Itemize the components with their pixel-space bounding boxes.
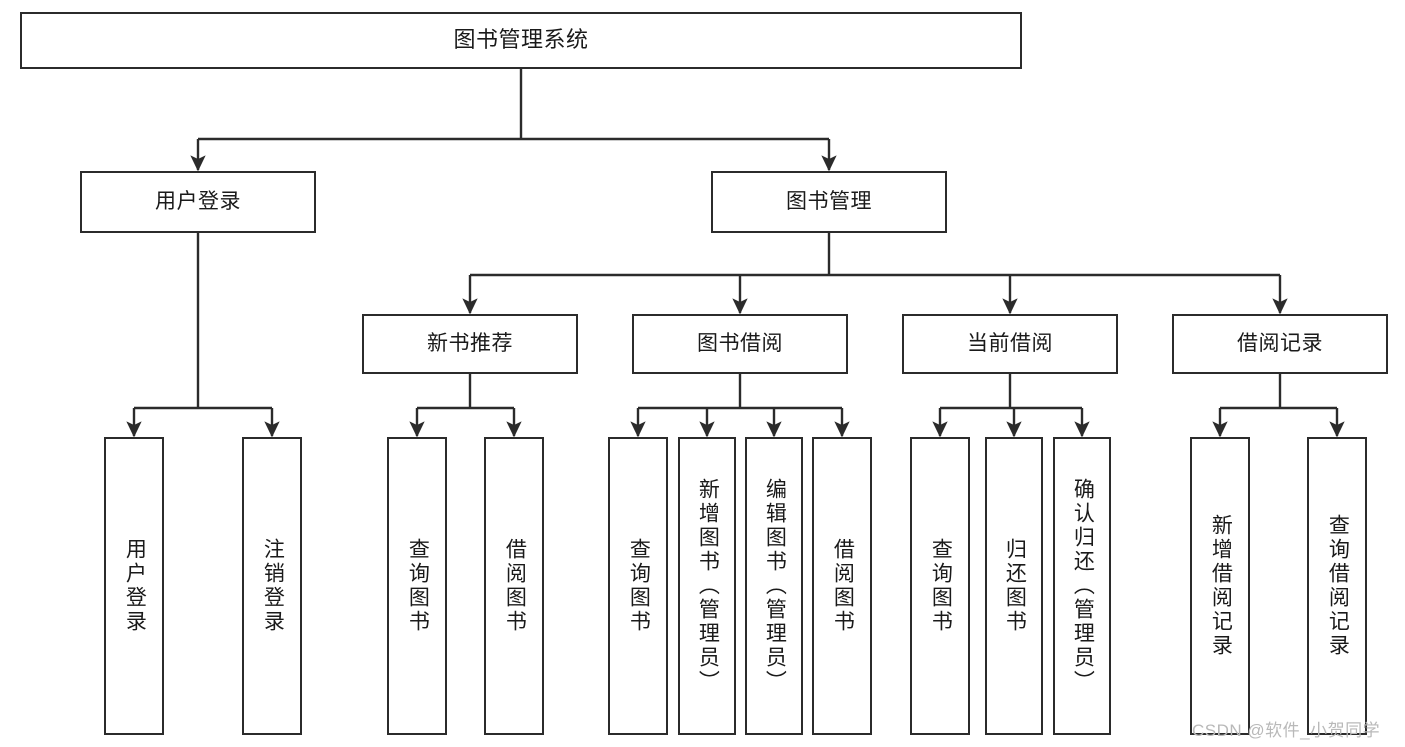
node-book-borrow[interactable]: 图书借阅 [632,314,848,374]
node-leaf-query-borrow-record-label: 查询借阅记录 [1326,514,1350,658]
node-leaf-add-borrow-record[interactable]: 新增借阅记录 [1190,437,1250,735]
node-leaf-edit-book-admin[interactable]: 编辑图书（管理员） [745,437,803,735]
node-leaf-borrow-book[interactable]: 借阅图书 [812,437,872,735]
node-new-book-recommend-label: 新书推荐 [427,332,513,356]
node-leaf-logout-login[interactable]: 注销登录 [242,437,302,735]
node-leaf-add-book-admin-label: 新增图书（管理员） [696,478,720,694]
node-user-login-label: 用户登录 [155,190,241,214]
node-user-login[interactable]: 用户登录 [80,171,316,233]
node-leaf-query-book-current-label: 查询图书 [929,538,953,634]
node-root-label: 图书管理系统 [453,27,589,53]
node-leaf-query-book-current[interactable]: 查询图书 [910,437,970,735]
node-current-borrow-label: 当前借阅 [967,332,1053,356]
node-leaf-query-book-borrow-label: 查询图书 [627,538,651,634]
node-leaf-add-book-admin[interactable]: 新增图书（管理员） [678,437,736,735]
node-leaf-return-book-label: 归还图书 [1003,538,1027,634]
node-leaf-confirm-return-admin-label: 确认归还（管理员） [1071,478,1095,694]
node-leaf-return-book[interactable]: 归还图书 [985,437,1043,735]
node-leaf-user-login[interactable]: 用户登录 [104,437,164,735]
node-new-book-recommend[interactable]: 新书推荐 [362,314,578,374]
node-leaf-confirm-return-admin[interactable]: 确认归还（管理员） [1053,437,1111,735]
node-current-borrow[interactable]: 当前借阅 [902,314,1118,374]
csdn-watermark: CSDN @软件_小贺同学 [1192,721,1381,740]
node-leaf-query-book-recommend[interactable]: 查询图书 [387,437,447,735]
node-leaf-borrow-book-recommend[interactable]: 借阅图书 [484,437,544,735]
node-leaf-borrow-book-recommend-label: 借阅图书 [503,538,527,634]
node-leaf-logout-login-label: 注销登录 [261,538,285,634]
node-leaf-query-book-borrow[interactable]: 查询图书 [608,437,668,735]
node-leaf-query-book-recommend-label: 查询图书 [406,538,430,634]
node-book-borrow-label: 图书借阅 [697,332,783,356]
node-borrow-record[interactable]: 借阅记录 [1172,314,1388,374]
node-book-management[interactable]: 图书管理 [711,171,947,233]
node-leaf-borrow-book-label: 借阅图书 [831,538,855,634]
node-root[interactable]: 图书管理系统 [20,12,1022,69]
node-leaf-edit-book-admin-label: 编辑图书（管理员） [763,478,787,694]
node-leaf-add-borrow-record-label: 新增借阅记录 [1209,514,1233,658]
node-leaf-user-login-label: 用户登录 [123,538,147,634]
node-book-management-label: 图书管理 [786,190,872,214]
node-borrow-record-label: 借阅记录 [1237,332,1323,356]
node-leaf-query-borrow-record[interactable]: 查询借阅记录 [1307,437,1367,735]
